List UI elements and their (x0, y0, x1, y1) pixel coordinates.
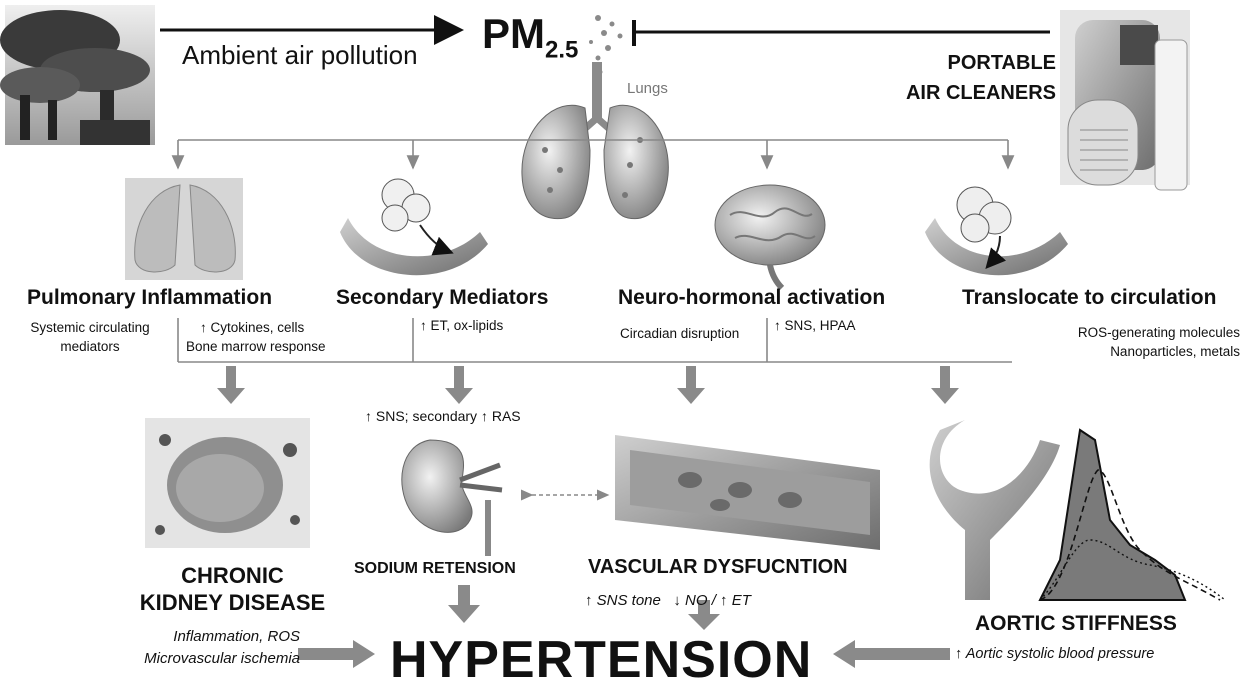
hypertension-label: HYPERTENSION (390, 630, 812, 690)
secondary-note: ↑ ET, ox-lipids (420, 318, 503, 333)
aortic-note: ↑ Aortic systolic blood pressure (955, 646, 1154, 662)
pathway-title-pulmonary: Pulmonary Inflammation (27, 286, 272, 310)
translocate-image (925, 187, 1068, 275)
sns-ras-note: ↑ SNS; secondary ↑ RAS (365, 408, 521, 424)
pulmonary-left-note: Systemic circulating mediators (10, 318, 170, 356)
ambient-label: Ambient air pollution (182, 40, 418, 71)
pulmonary-right-line2: Bone marrow response (186, 337, 326, 356)
pathway-title-neuro: Neuro-hormonal activation (618, 286, 885, 310)
pathway-title-secondary: Secondary Mediators (336, 286, 548, 310)
ckd-label: CHRONIC KIDNEY DISEASE (120, 562, 345, 616)
aorta-image (930, 420, 1060, 600)
vessel-image (615, 435, 880, 550)
pulmonary-left-line2: mediators (10, 337, 170, 356)
branch-lines-top (178, 140, 1008, 168)
cleaners-line1: PORTABLE (900, 48, 1056, 78)
vascular-note: ↑ SNS tone ↓ NO / ↑ ET (585, 592, 751, 609)
neuro-left-note: Circadian disruption (620, 326, 739, 341)
pathway-title-translocate: Translocate to circulation (962, 286, 1216, 310)
pulmonary-right-line1: ↑ Cytokines, cells (186, 318, 326, 337)
factory-pollution-image (0, 5, 155, 145)
pulmonary-right-note: ↑ Cytokines, cells Bone marrow response (186, 318, 326, 356)
pulmonary-left-line1: Systemic circulating (10, 318, 170, 337)
vascular-label: VASCULAR DYSFUCNTION (588, 556, 848, 579)
translocate-note: ROS-generating molecules Nanoparticles, … (1000, 323, 1240, 361)
ckd-note: Inflammation, ROS Microvascular ischemia (60, 626, 300, 670)
pm-sub: 2.5 (545, 36, 578, 63)
pressure-waveform (1040, 430, 1225, 600)
brain-image (715, 185, 825, 288)
ckd-note1: Inflammation, ROS (60, 626, 300, 648)
pm-label: PM2.5 (482, 10, 578, 64)
ckd-note2: Microvascular ischemia (60, 648, 300, 670)
ckd-line2: KIDNEY DISEASE (120, 589, 345, 616)
lungs-label: Lungs (627, 80, 668, 97)
neuro-right-note: ↑ SNS, HPAA (774, 318, 856, 333)
sodium-label: SODIUM RETENSION (354, 560, 516, 578)
aortic-label: AORTIC STIFFNESS (975, 612, 1177, 636)
cleaners-label: PORTABLE AIR CLEANERS (900, 48, 1056, 108)
translocate-line2: Nanoparticles, metals (1000, 342, 1240, 361)
secondary-mediators-image (340, 179, 488, 275)
air-cleaners-image (1060, 10, 1190, 190)
pulmonary-image (125, 178, 243, 280)
pm-main: PM (482, 10, 545, 57)
kidney-tissue-image (145, 418, 310, 548)
ckd-line1: CHRONIC (120, 562, 345, 589)
kidney-image (402, 440, 502, 556)
cleaners-line2: AIR CLEANERS (900, 78, 1056, 108)
down-arrows (217, 366, 959, 404)
translocate-line1: ROS-generating molecules (1000, 323, 1240, 342)
